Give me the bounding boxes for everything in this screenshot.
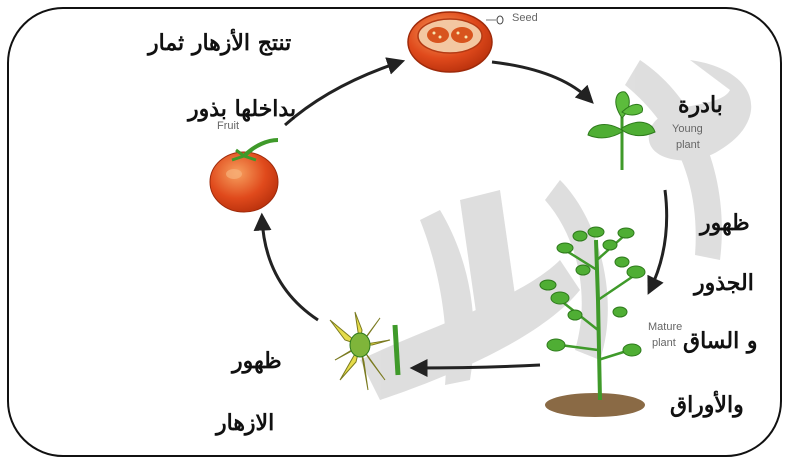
- label-young: بادرة: [678, 92, 723, 118]
- label-top-line1: تنتج الأزهار ثمار: [148, 30, 291, 56]
- label-right-line2: الجذور: [694, 270, 754, 296]
- caption-mature-2: plant: [652, 336, 676, 350]
- label-right-line1: ظهور: [700, 210, 750, 236]
- arrow-seed-to-young: [492, 62, 590, 100]
- label-flower-line2: الازهار: [216, 410, 274, 436]
- arrow-fruit-to-seed: [285, 62, 400, 125]
- tomato-fruit-icon: [210, 140, 278, 212]
- label-flower-line1: ظهور: [232, 348, 282, 374]
- arrow-young-to-mature: [650, 190, 667, 290]
- caption-young-2: plant: [676, 138, 700, 152]
- caption-young-1: Young: [672, 122, 703, 136]
- caption-fruit: Fruit: [217, 119, 239, 133]
- label-right-line4: والأوراق: [670, 392, 744, 418]
- label-top-line2: بداخلها بذور: [188, 96, 296, 122]
- seed-cut-tomato-icon: [408, 12, 503, 72]
- caption-mature-1: Mature: [648, 320, 682, 334]
- caption-seed: Seed: [512, 11, 538, 25]
- label-right-line3: و الساق: [683, 328, 758, 354]
- arrow-flower-to-fruit: [262, 218, 318, 320]
